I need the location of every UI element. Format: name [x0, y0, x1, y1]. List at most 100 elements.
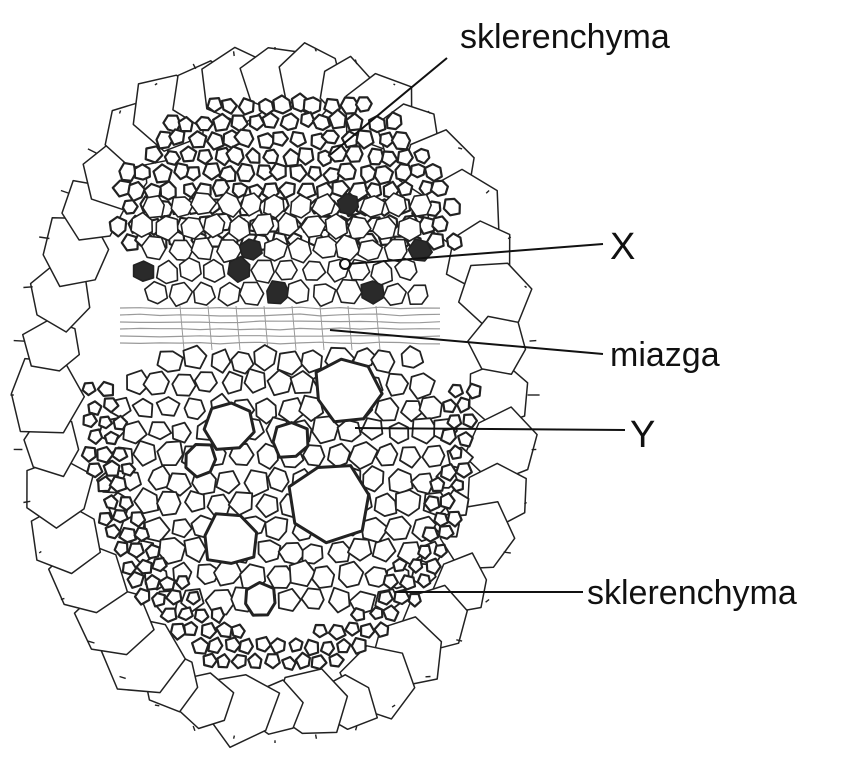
sclerenchyma-cell [443, 400, 456, 412]
sclerenchyma-cell [467, 384, 481, 399]
cambium-line [120, 328, 440, 330]
sclerenchyma-cell [196, 117, 213, 130]
cell-wall-stub [155, 705, 159, 706]
xylem-parenchyma-cell [157, 351, 183, 371]
sclerenchyma-cell [123, 200, 138, 214]
xylem-vessel [273, 423, 308, 458]
cell-wall-stub [61, 191, 69, 194]
sclerenchyma-cell [246, 148, 259, 163]
sclerenchyma-cell [232, 625, 245, 638]
sclerenchyma-cell [186, 167, 199, 180]
xylem-parenchyma-cell [212, 349, 231, 373]
sclerenchyma-cell [227, 147, 244, 165]
sclerenchyma-cell [195, 610, 209, 623]
outer-cell [11, 359, 84, 433]
sclerenchyma-cell [184, 622, 197, 635]
xylem-parenchyma-cell [400, 447, 421, 468]
sclerenchyma-cell [337, 639, 350, 652]
cambium-wall [264, 306, 268, 350]
sclerenchyma-cell [382, 152, 398, 167]
sclerenchyma-cell [369, 149, 384, 165]
cell-wall-stub [530, 341, 537, 342]
sclerenchyma-cell [392, 132, 410, 149]
xylem-parenchyma-cell [245, 369, 266, 393]
label-sclerenchyma-top: sklerenchyma [460, 20, 670, 54]
sieve-tube-cell [252, 214, 274, 235]
sclerenchyma-cell [296, 653, 310, 669]
sclerenchyma-cell [202, 623, 216, 638]
xylem-parenchyma-cell [268, 468, 289, 492]
sclerenchyma-cell [432, 216, 447, 231]
sclerenchyma-cell [463, 415, 477, 428]
xylem-parenchyma-cell [185, 398, 206, 419]
xylem-parenchyma-cell [172, 375, 196, 396]
sclerenchyma-cell [427, 559, 441, 574]
cambium-line [120, 307, 440, 309]
xylem-parenchyma-cell [373, 539, 396, 562]
xylem-parenchyma-cell [133, 399, 153, 417]
xylem-parenchyma-cell [390, 423, 409, 444]
xylem-parenchyma-cell [223, 372, 243, 394]
sclerenchyma-cell [265, 654, 280, 668]
sclerenchyma-cell [119, 528, 135, 542]
xylem-parenchyma-cell [173, 423, 191, 443]
sclerenchyma-cell [82, 447, 96, 462]
xylem-parenchyma-cell [172, 519, 191, 537]
sclerenchyma-cell [361, 624, 374, 638]
sclerenchyma-cell [176, 576, 189, 589]
sclerenchyma-cell [290, 638, 303, 651]
sclerenchyma-cell [338, 164, 356, 180]
cambium-line [120, 321, 440, 323]
xylem-parenchyma-cell [291, 371, 314, 393]
xylem-parenchyma-cell [149, 422, 171, 439]
sieve-tube-cell [218, 283, 240, 306]
sieve-tube-cell [180, 258, 202, 281]
xylem-parenchyma-cell [157, 397, 180, 416]
cell-wall-stub [504, 552, 511, 553]
sclerenchyma-cell [154, 164, 172, 182]
sclerenchyma-cell [369, 116, 385, 132]
sclerenchyma-cell [84, 413, 97, 427]
sieve-tube-cell [358, 240, 383, 260]
xylem-cells [97, 345, 473, 615]
sclerenchyma-cell [314, 625, 327, 637]
sclerenchyma-cell [301, 112, 314, 127]
xylem-parenchyma-cell [386, 374, 408, 396]
cambium-line [120, 314, 440, 316]
sclerenchyma-cell [398, 182, 412, 196]
xylem-parenchyma-cell [134, 488, 158, 513]
sieve-tube-cell [240, 282, 264, 305]
sclerenchyma-cell [304, 97, 321, 114]
xylem-parenchyma-cell [157, 492, 181, 516]
companion-cell [228, 257, 250, 283]
sclerenchyma-cell [237, 164, 254, 181]
sclerenchyma-cell [282, 657, 295, 670]
xylem-parenchyma-cell [419, 397, 442, 420]
cambium-layer [120, 306, 440, 350]
x-pointer-dot [340, 259, 350, 269]
sclerenchyma-cell [430, 477, 444, 491]
xylem-parenchyma-cell [371, 350, 394, 373]
cell-wall-stub [23, 287, 32, 288]
cell-wall-stub [394, 84, 396, 85]
sclerenchyma-cell [411, 164, 425, 177]
sclerenchyma-cell [262, 113, 278, 128]
sclerenchyma-cell [146, 545, 160, 559]
sclerenchyma-cell [217, 654, 229, 667]
sclerenchyma-cell [106, 525, 121, 539]
sclerenchyma-cell [119, 163, 135, 181]
companion-cell [361, 281, 384, 304]
sclerenchyma-cell [305, 640, 318, 656]
xylem-parenchyma-cell [259, 540, 281, 562]
sclerenchyma-cell [418, 574, 431, 587]
xylem-parenchyma-cell [312, 566, 334, 588]
xylem-parenchyma-cell [157, 441, 182, 465]
sclerenchyma-cell [212, 608, 224, 623]
sclerenchyma-cell [329, 625, 346, 640]
sclerenchyma-cell [128, 182, 145, 201]
sclerenchyma-cell [178, 607, 192, 620]
sclerenchyma-cell [449, 385, 463, 397]
sieve-tube-cell [204, 260, 225, 283]
sclerenchyma-cell [361, 166, 376, 183]
sclerenchyma-cell [352, 638, 366, 654]
